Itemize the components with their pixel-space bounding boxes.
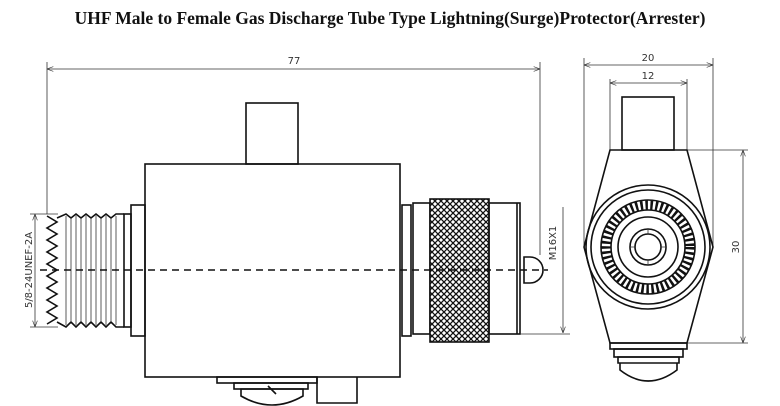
side-view: 77 5/8-24UNEF-2A [24, 56, 570, 406]
width-tab-dimension: 12 [642, 71, 655, 82]
thread-left-dimension: 5/8-24UNEF-2A [24, 232, 35, 308]
height-dimension: 30 [731, 241, 742, 254]
thread-right-dimension: M16X1 [548, 226, 559, 261]
front-view: 20 12 30 [583, 53, 748, 382]
ground-screw [216, 376, 358, 406]
top-tab [245, 102, 299, 165]
length-dimension: 77 [288, 56, 301, 67]
center-pin [523, 256, 544, 284]
width-total-dimension: 20 [642, 53, 655, 64]
drawing-title: UHF Male to Female Gas Discharge Tube Ty… [74, 8, 706, 28]
